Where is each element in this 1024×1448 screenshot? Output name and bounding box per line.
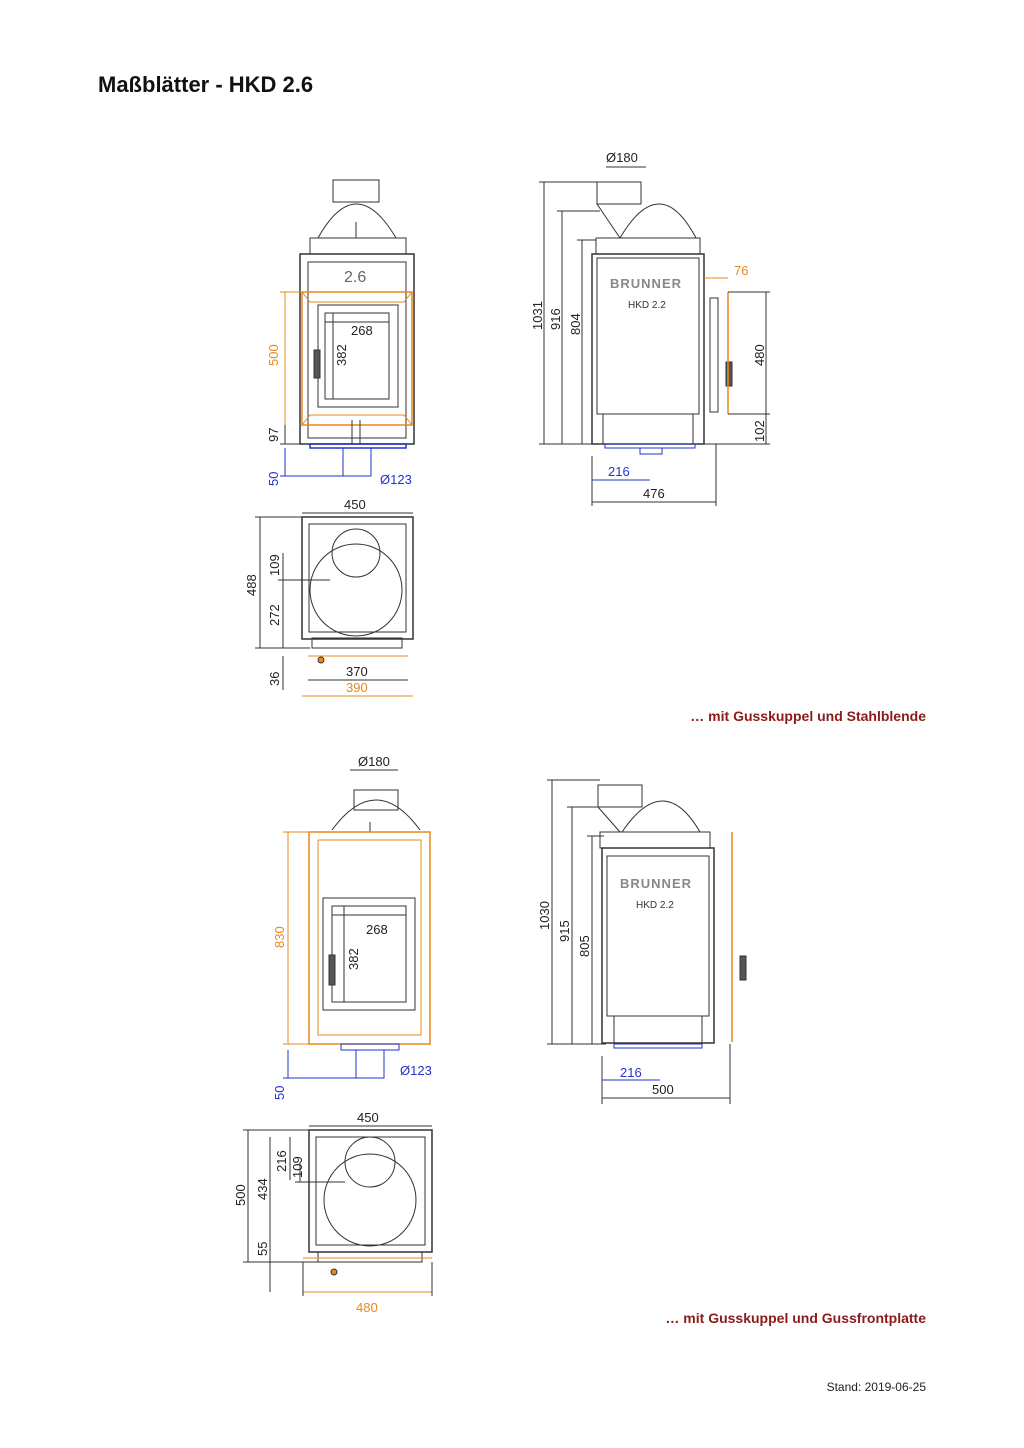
d2-plan-d2: 434 bbox=[255, 1178, 270, 1200]
d2-plan-d4: 109 bbox=[290, 1156, 305, 1178]
d2-front-view bbox=[283, 769, 431, 1079]
d2-front-labels: Ø180 268 382 830 50 Ø123 bbox=[272, 754, 432, 1100]
d2-h3: 805 bbox=[577, 935, 592, 957]
d1-base-height-side: 102 bbox=[752, 420, 767, 442]
d2-top-diameter: Ø180 bbox=[358, 754, 390, 769]
d1-plan-view bbox=[255, 512, 414, 697]
d2-plan-width: 450 bbox=[357, 1110, 379, 1125]
d1-plan-w2: 390 bbox=[346, 680, 368, 695]
d1-front-view bbox=[280, 179, 415, 477]
d2-plan-d1: 500 bbox=[233, 1184, 248, 1206]
d1-frame-height: 500 bbox=[266, 344, 281, 366]
d1-front-labels: 2.6 268 382 500 97 50 Ø123 bbox=[266, 269, 412, 487]
d1-badge: 2.6 bbox=[344, 269, 366, 286]
d1-plan-depth: 488 bbox=[244, 574, 259, 596]
d1-handle-height: 480 bbox=[752, 344, 767, 366]
d2-plan-labels: 450 500 434 216 109 55 480 bbox=[233, 1110, 379, 1315]
d1-brand-logo: BRUNNER bbox=[610, 276, 682, 291]
d1-plan-d1: 109 bbox=[267, 554, 282, 576]
d2-door-height: 382 bbox=[346, 948, 361, 970]
d1-plan-d2: 272 bbox=[267, 604, 282, 626]
d2-frame-height: 830 bbox=[272, 926, 287, 948]
d1-plan-labels: 450 488 109 272 36 370 390 bbox=[244, 497, 368, 695]
d2-plan-view bbox=[243, 1125, 433, 1296]
d2-flue-diameter: Ø123 bbox=[400, 1063, 432, 1078]
d2-h2: 915 bbox=[557, 920, 572, 942]
d2-side-view bbox=[547, 779, 747, 1104]
d1-side-labels: Ø180 1031 916 804 76 480 102 216 476 BRU… bbox=[530, 150, 767, 501]
d1-plan-w1: 370 bbox=[346, 664, 368, 679]
d1-door-height: 382 bbox=[334, 344, 349, 366]
caption-bottom: … mit Gusskuppel und Gussfrontplatte bbox=[665, 1310, 926, 1326]
d2-flue-height: 50 bbox=[272, 1086, 287, 1100]
d2-flue-x: 216 bbox=[620, 1065, 642, 1080]
d2-side-labels: 1030 915 805 216 500 BRUNNER HKD 2.2 bbox=[537, 876, 692, 1097]
d1-depth-offset: 76 bbox=[734, 263, 748, 278]
d1-h3: 804 bbox=[568, 313, 583, 335]
d1-side-width: 476 bbox=[643, 486, 665, 501]
d1-flue-diameter: Ø123 bbox=[380, 472, 412, 487]
d1-flue-height: 50 bbox=[266, 472, 281, 486]
d2-brand-logo: BRUNNER bbox=[620, 876, 692, 891]
page-title: Maßblätter - HKD 2.6 bbox=[98, 72, 314, 97]
d1-door-width: 268 bbox=[351, 323, 373, 338]
d1-plan-d3: 36 bbox=[267, 672, 282, 686]
stand-date: Stand: 2019-06-25 bbox=[826, 1380, 926, 1394]
d2-side-width: 500 bbox=[652, 1082, 674, 1097]
d2-door-width: 268 bbox=[366, 922, 388, 937]
d2-model-label: HKD 2.2 bbox=[636, 900, 674, 911]
d1-h1: 1031 bbox=[530, 301, 545, 330]
d1-side-view bbox=[539, 166, 770, 506]
d1-base-height: 97 bbox=[266, 428, 281, 442]
d2-plan-w1: 480 bbox=[356, 1300, 378, 1315]
d1-plan-width: 450 bbox=[344, 497, 366, 512]
d1-h2: 916 bbox=[548, 308, 563, 330]
d1-flue-x: 216 bbox=[608, 464, 630, 479]
caption-top: … mit Gusskuppel und Stahlblende bbox=[690, 708, 926, 724]
d1-top-diameter: Ø180 bbox=[606, 150, 638, 165]
d2-plan-d3: 216 bbox=[274, 1150, 289, 1172]
d2-plan-d5: 55 bbox=[255, 1242, 270, 1256]
d1-model-label: HKD 2.2 bbox=[628, 300, 666, 311]
d2-h1: 1030 bbox=[537, 901, 552, 930]
